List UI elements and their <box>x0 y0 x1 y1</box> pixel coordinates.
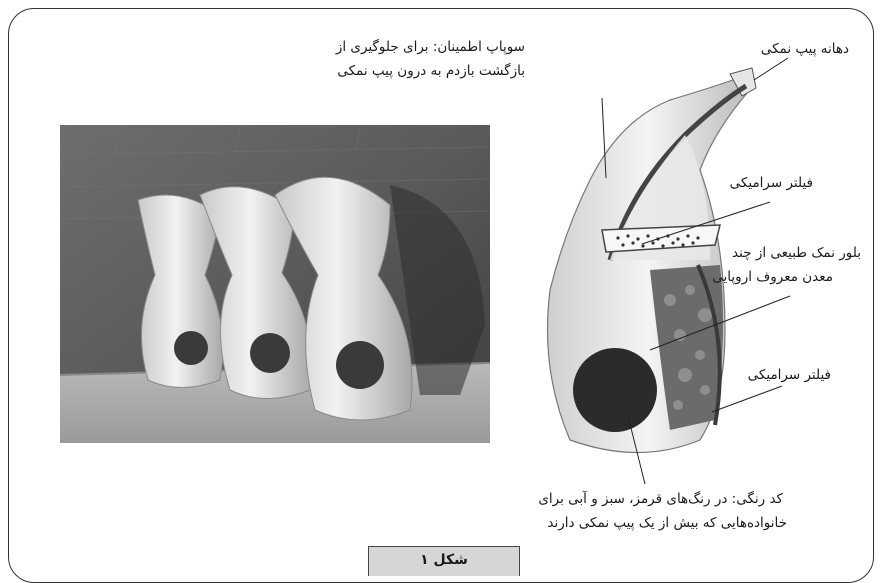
mouthpiece-label: دهانه پیپ نمکی <box>761 38 849 60</box>
salt-pipes-photo <box>60 125 490 443</box>
safety-valve-label-line1: سوپاپ اطمینان: برای جلوگیری از <box>336 36 525 58</box>
pipe-small <box>138 195 223 388</box>
figure-caption: شکل ۱ <box>368 546 520 576</box>
salt-crystal-label-line2: معدن معروف اروپایی <box>712 266 833 288</box>
color-code-label-line2: خانواده‌هایی که بیش از یک پیپ نمکی دارند <box>547 512 787 534</box>
ceramic-filter-top-label: فیلتر سرامیکی <box>730 172 813 194</box>
salt-crystal-label-line1: بلور نمک طبیعی از چند <box>732 242 861 264</box>
color-code-label-line1: کد رنگی: در رنگ‌های قرمز، سبز و آبی برای <box>538 488 783 510</box>
ceramic-filter-bottom-label: فیلتر سرامیکی <box>748 364 831 386</box>
safety-valve-label-line2: بازگشت بازدم به درون پیپ نمکی <box>337 60 525 82</box>
